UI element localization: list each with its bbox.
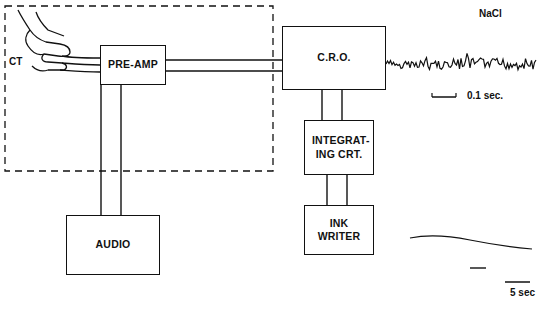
stimulus-label: NaCl	[478, 8, 503, 19]
recorder-box: INK WRITER	[304, 205, 374, 255]
nerve-response-trace	[386, 53, 536, 69]
signal-wire-pair	[166, 60, 282, 71]
box-label: INK WRITER	[309, 217, 369, 243]
signal-wire-pair	[101, 85, 121, 215]
box-label: PRE-AMP	[105, 58, 161, 71]
hand-illustration	[18, 10, 70, 71]
integrator-box: INTEGRAT- ING CRT.	[304, 120, 374, 175]
nerve-label: CT	[8, 56, 23, 67]
wire	[120, 85, 121, 215]
time-scale-tick	[431, 93, 432, 97]
box-label: INTEGRAT- ING CRT.	[309, 134, 369, 160]
time-scale-label: 5 sec	[509, 287, 536, 298]
time-scale-bar	[432, 96, 456, 98]
wire	[341, 90, 342, 120]
wire	[321, 90, 322, 120]
time-scale-label: 0.1 sec.	[466, 90, 504, 101]
signal-wire-pair	[322, 90, 342, 120]
baseline-mark	[470, 267, 486, 268]
box-label: C.R.O.	[314, 51, 353, 64]
time-scale-bar	[505, 281, 530, 283]
wire	[166, 59, 282, 60]
time-scale-tick	[455, 93, 456, 97]
shielded-enclosure	[5, 6, 273, 171]
wire	[326, 175, 327, 205]
amplifier-box: PRE-AMP	[100, 45, 166, 85]
audio-monitor-box: AUDIO	[66, 215, 160, 275]
oscilloscope-box: C.R.O.	[282, 26, 386, 90]
integrated-response-trace	[410, 236, 532, 249]
wire	[346, 175, 347, 205]
wire	[166, 70, 282, 71]
wire	[100, 85, 101, 215]
signal-wire-pair	[327, 175, 347, 205]
box-label: AUDIO	[93, 238, 134, 251]
nerve-electrode-wires	[60, 56, 100, 72]
